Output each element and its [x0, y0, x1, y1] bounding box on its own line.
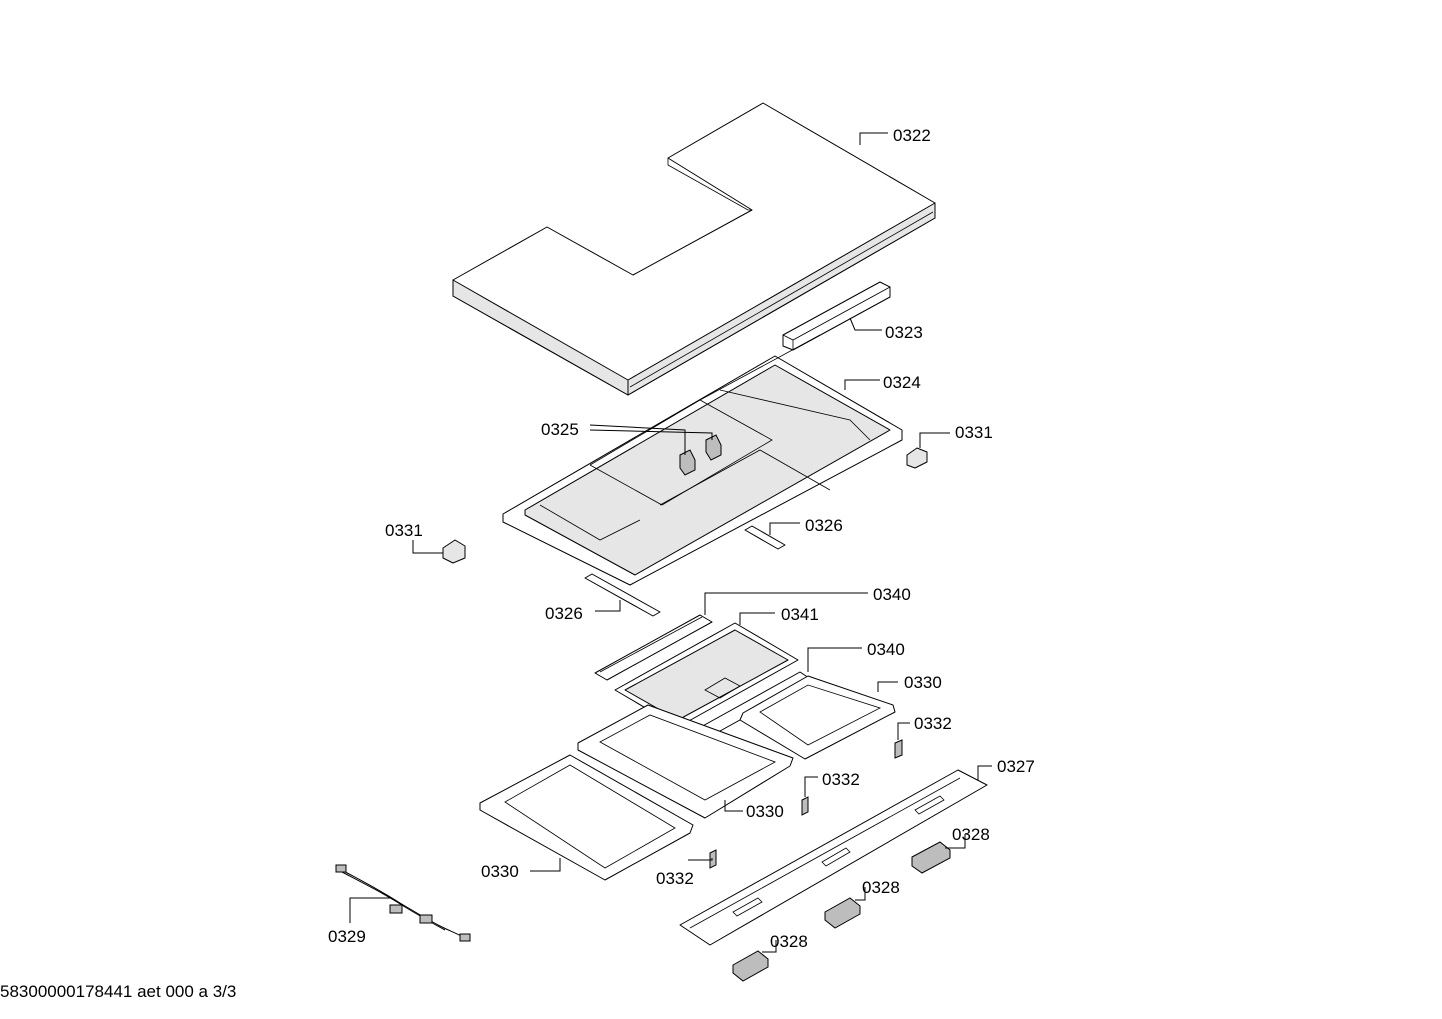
label-0329: 0329	[328, 927, 366, 946]
label-0323: 0323	[885, 323, 923, 342]
label-0325: 0325	[541, 420, 579, 439]
part-0330-middle-frame	[577, 704, 794, 819]
label-0330-right: 0330	[904, 673, 942, 692]
label-0327: 0327	[997, 757, 1035, 776]
part-0324-tray	[502, 334, 903, 586]
label-0331-left: 0331	[385, 521, 423, 540]
label-0326-left: 0326	[545, 604, 583, 623]
part-0331-left-stop	[442, 539, 466, 564]
label-0324: 0324	[883, 373, 921, 392]
part-0332-left-clip	[709, 849, 717, 869]
part-0332-right-clip	[894, 739, 903, 759]
label-0340-top: 0340	[873, 585, 911, 604]
label-0332-left: 0332	[656, 869, 694, 888]
label-0340-middle: 0340	[867, 640, 905, 659]
leader-lines	[349, 132, 992, 953]
document-footer-id: 58300000178441 aet 000 a 3/3	[0, 982, 237, 1001]
part-0326-right-rail	[744, 525, 786, 550]
part-0329-cable-harness	[335, 864, 471, 942]
part-0330-right-frame	[739, 675, 896, 760]
part-0331-right-stop	[906, 447, 928, 469]
part-0330-left-frame	[479, 754, 694, 881]
part-0328-middle-connector	[824, 897, 861, 929]
label-0326-right: 0326	[805, 516, 843, 535]
part-0327-long-bracket	[679, 769, 988, 946]
part-0328-right-connector	[911, 841, 951, 874]
part-0323-bracket	[782, 281, 891, 351]
label-0332-middle: 0332	[822, 770, 860, 789]
label-0332-right: 0332	[914, 714, 952, 733]
part-0328-left-connector	[732, 950, 769, 982]
label-0330-middle: 0330	[746, 802, 784, 821]
label-0322: 0322	[893, 126, 931, 145]
label-0330-left: 0330	[481, 862, 519, 881]
part-0326-left-rail	[584, 573, 661, 617]
part-0322-cover-panel	[452, 102, 936, 396]
part-0332-middle-clip	[801, 796, 809, 816]
label-0331-right: 0331	[955, 423, 993, 442]
label-0328-left: 0328	[770, 932, 808, 951]
part-0340-top-strip	[594, 614, 713, 681]
part-0325-clips	[679, 434, 722, 476]
label-0328-middle: 0328	[862, 878, 900, 897]
label-0328-right: 0328	[952, 825, 990, 844]
label-0341: 0341	[781, 605, 819, 624]
